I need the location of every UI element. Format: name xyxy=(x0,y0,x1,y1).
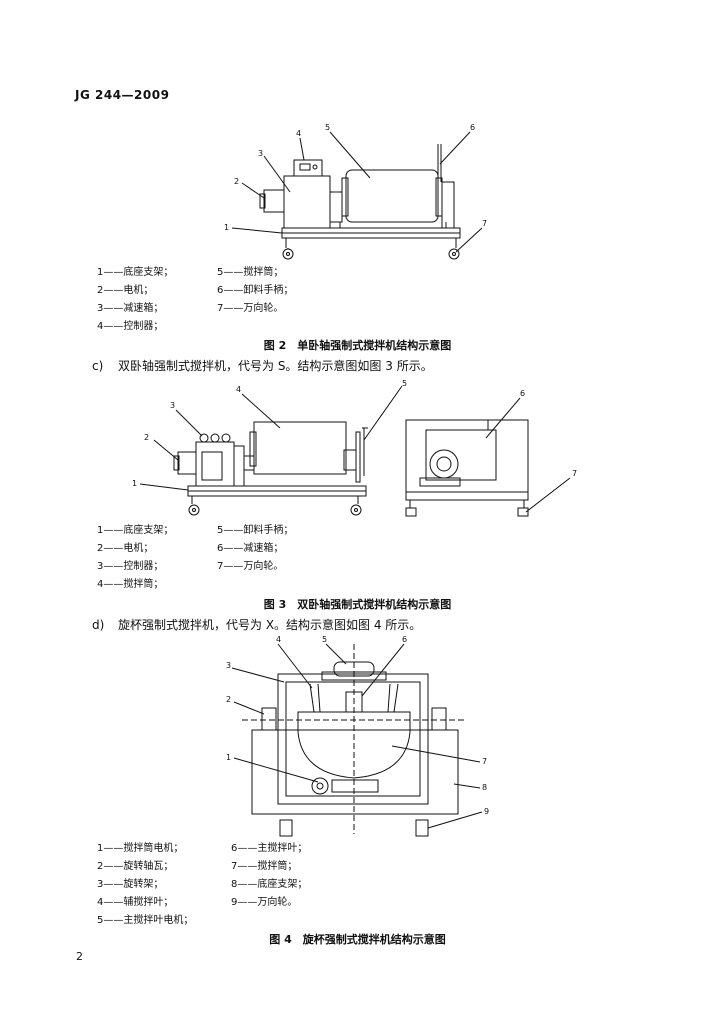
paragraph-c-label: c) xyxy=(92,359,104,373)
fig4-label-7: 7 xyxy=(482,757,487,766)
fig3-label-1: 1 xyxy=(132,479,137,488)
fig2-label-3: 3 xyxy=(258,149,263,158)
fig4-label-8: 8 xyxy=(482,783,487,792)
fig3-label-5: 5 xyxy=(402,380,407,388)
legend-item: 1——底座支架； xyxy=(97,267,174,278)
legend-item: 2——电机； xyxy=(97,543,154,554)
fig3-label-2: 2 xyxy=(144,433,149,442)
fig3-label-4: 4 xyxy=(236,385,241,394)
legend-item: 7——万向轮。 xyxy=(217,303,284,314)
figure-4-caption: 图 4 旋杯强制式搅拌机结构示意图 xyxy=(269,933,446,946)
legend-item: 2——旋转轴瓦； xyxy=(97,861,174,872)
legend-item: 4——辅搅拌叶； xyxy=(97,897,174,908)
legend-item: 3——减速箱； xyxy=(97,303,164,314)
legend-item: 9——万向轮。 xyxy=(231,897,298,908)
legend-item: 4——搅拌筒； xyxy=(97,579,164,590)
figure-3-legend: 1——底座支架； 2——电机； 3——控制器； 4——搅拌筒； 5——卸料手柄；… xyxy=(97,522,397,594)
fig4-label-1: 1 xyxy=(226,753,231,762)
figure-2-drawing: 1 2 3 4 5 6 7 xyxy=(220,120,500,270)
fig4-label-3: 3 xyxy=(226,661,231,670)
fig2-label-4: 4 xyxy=(296,129,301,138)
fig4-label-2: 2 xyxy=(226,695,231,704)
fig4-label-6: 6 xyxy=(402,635,407,644)
fig3-label-7: 7 xyxy=(572,469,577,478)
fig4-label-4: 4 xyxy=(276,635,281,644)
legend-item: 5——卸料手柄； xyxy=(217,525,294,536)
legend-item: 1——搅拌筒电机； xyxy=(97,843,184,854)
legend-item: 5——主搅拌叶电机； xyxy=(97,915,194,926)
fig2-label-5: 5 xyxy=(325,123,330,132)
legend-item: 8——底座支架； xyxy=(231,879,308,890)
figure-3-drawing: 1 2 3 4 5 6 7 xyxy=(130,380,590,530)
legend-item: 7——搅拌筒； xyxy=(231,861,298,872)
fig2-label-1: 1 xyxy=(224,223,229,232)
paragraph-c-text: 双卧轴强制式搅拌机，代号为 S。结构示意图如图 3 所示。 xyxy=(118,359,433,373)
paragraph-c: c) 双卧轴强制式搅拌机，代号为 S。结构示意图如图 3 所示。 xyxy=(92,357,433,374)
legend-item: 7——万向轮。 xyxy=(217,561,284,572)
figure-4-drawing: 1 2 3 4 5 6 7 8 9 xyxy=(222,634,496,840)
fig3-label-3: 3 xyxy=(170,401,175,410)
fig3-label-6: 6 xyxy=(520,389,525,398)
legend-item: 1——底座支架； xyxy=(97,525,174,536)
legend-item: 6——减速箱； xyxy=(217,543,284,554)
legend-item: 3——旋转架； xyxy=(97,879,164,890)
legend-item: 6——主搅拌叶； xyxy=(231,843,308,854)
figure-2-legend: 1——底座支架； 2——电机； 3——减速箱； 4——控制器； 5——搅拌筒； … xyxy=(97,264,397,336)
figure-2-caption: 图 2 单卧轴强制式搅拌机结构示意图 xyxy=(263,339,452,352)
figure-4-legend: 1——搅拌筒电机； 2——旋转轴瓦； 3——旋转架； 4——辅搅拌叶； 5——主… xyxy=(97,840,417,930)
figure-3-caption: 图 3 双卧轴强制式搅拌机结构示意图 xyxy=(263,598,452,611)
fig4-label-5: 5 xyxy=(322,635,327,644)
fig2-label-7: 7 xyxy=(482,219,487,228)
paragraph-d: d) 旋杯强制式搅拌机，代号为 X。结构示意图如图 4 所示。 xyxy=(92,616,421,633)
legend-item: 3——控制器； xyxy=(97,561,164,572)
fig2-label-6: 6 xyxy=(470,123,475,132)
paragraph-d-text: 旋杯强制式搅拌机，代号为 X。结构示意图如图 4 所示。 xyxy=(118,618,422,632)
fig2-label-2: 2 xyxy=(234,177,239,186)
legend-item: 5——搅拌筒； xyxy=(217,267,284,278)
legend-item: 4——控制器； xyxy=(97,321,164,332)
fig4-label-9: 9 xyxy=(484,807,489,816)
document-header: JG 244—2009 xyxy=(75,88,170,102)
page-number: 2 xyxy=(76,950,83,963)
legend-item: 6——卸料手柄； xyxy=(217,285,294,296)
legend-item: 2——电机； xyxy=(97,285,154,296)
paragraph-d-label: d) xyxy=(92,618,105,632)
